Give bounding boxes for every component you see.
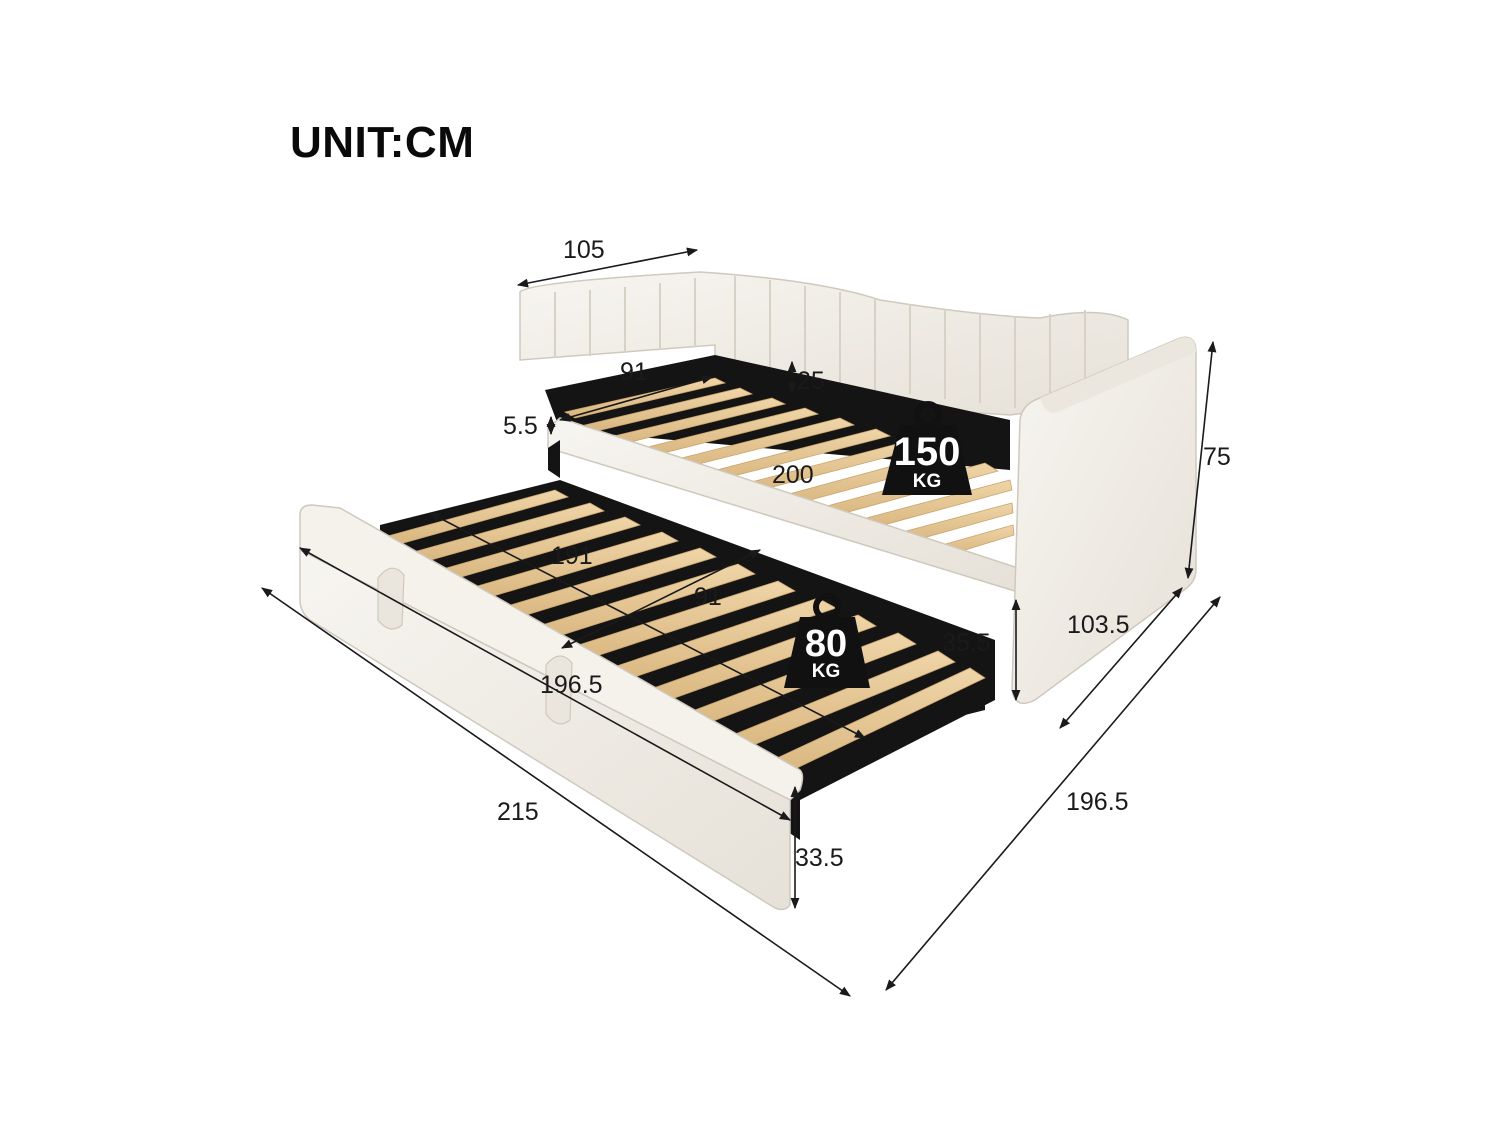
dimension-lines — [261, 247, 1221, 997]
unit-label: UNIT:CM — [290, 118, 475, 167]
dim-total-width: 196.5 — [1066, 788, 1129, 816]
dim-trundle-inner-length: 191 — [551, 542, 593, 570]
dim-rail-height: 25 — [797, 367, 825, 395]
dim-trundle-inner-width: 91 — [694, 583, 722, 611]
dim-trundle-outer-length: 196.5 — [540, 671, 603, 699]
dim-trundle-height-back: 35.5 — [942, 629, 991, 657]
dim-slat-gap: 5.5 — [503, 412, 538, 440]
dim-total-height: 75 — [1203, 443, 1231, 471]
dim-inner-width: 91 — [620, 358, 648, 386]
weight-unit-daybed: KG — [913, 471, 942, 492]
dim-total-length: 215 — [497, 798, 539, 826]
dimension-labels: 105 91 25 5.5 200 75 103.5 196.5 191 91 … — [497, 236, 1231, 872]
weight-value-trundle: 80 — [805, 623, 847, 665]
dim-headboard-width: 105 — [563, 236, 605, 264]
weight-badge-daybed: 150 KG — [882, 401, 972, 495]
dim-inner-length: 200 — [772, 461, 814, 489]
weight-unit-trundle: KG — [812, 661, 841, 682]
weight-value-daybed: 150 — [894, 430, 961, 474]
dim-side-depth: 103.5 — [1067, 611, 1130, 639]
dim-trundle-front-height: 33.5 — [795, 844, 844, 872]
